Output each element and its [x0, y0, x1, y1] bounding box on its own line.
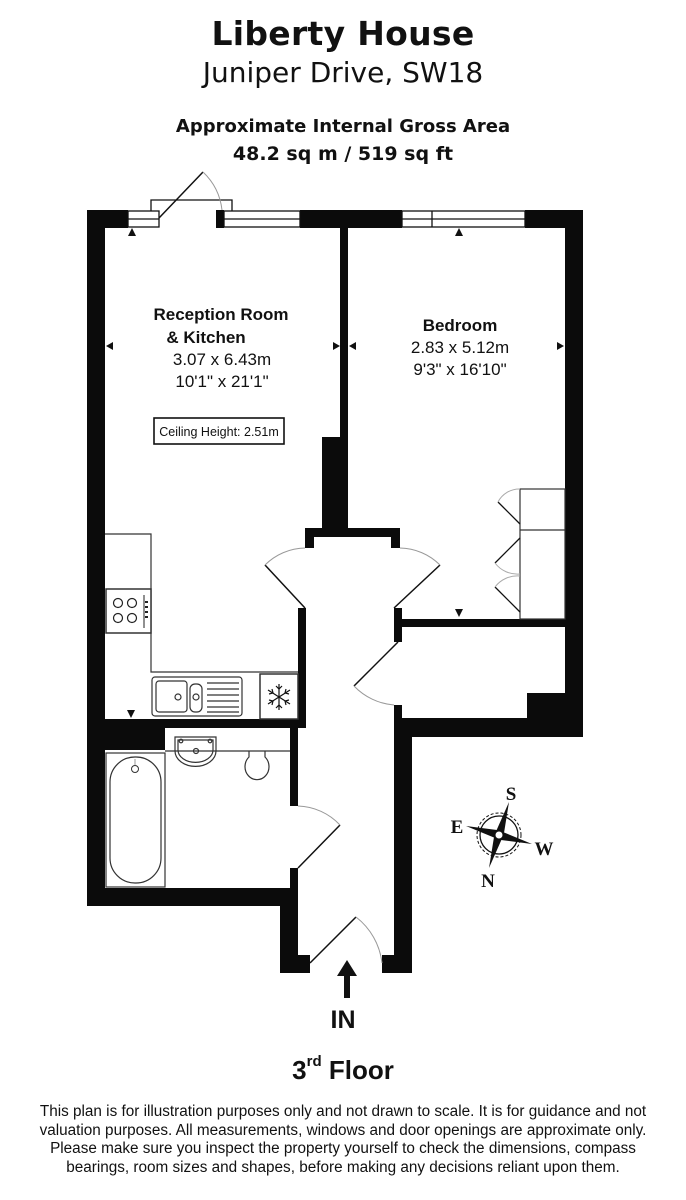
bedroom-door: [393, 547, 441, 609]
disclaimer: This plan is for illustration purposes o…: [10, 1103, 676, 1177]
entrance-door: [309, 916, 383, 964]
fridge: [259, 673, 299, 720]
dimension-markers: [106, 228, 564, 718]
property-title: Liberty House: [211, 14, 475, 53]
floor-suffix: rd: [306, 1053, 322, 1071]
room-label-bedroom: Bedroom 2.83 x 5.12m 9'3" x 16'10": [411, 316, 509, 379]
room-name: Reception Room: [153, 305, 288, 324]
ceiling-height: Ceiling Height: 2.51m: [159, 425, 279, 439]
disclaimer-line: Please make sure you inspect the propert…: [50, 1140, 636, 1157]
bathroom-fittings: [105, 736, 290, 888]
ceiling-height-box: Ceiling Height: 2.51m: [153, 417, 285, 445]
disclaimer-line: This plan is for illustration purposes o…: [39, 1103, 647, 1120]
room-dim-metric: 3.07 x 6.43m: [173, 350, 271, 369]
kitchen-units: [105, 533, 299, 720]
compass-south: S: [506, 784, 517, 805]
compass-rose-icon: S E W N: [451, 784, 554, 892]
room-name: Bedroom: [423, 316, 498, 335]
wardrobe: [494, 488, 566, 620]
windows: [127, 199, 526, 228]
cupboard-door: [353, 641, 399, 706]
hob-icon: [105, 588, 152, 634]
disclaimer-line: bearings, room sizes and shapes, before …: [66, 1158, 620, 1176]
compass-north: N: [481, 871, 495, 892]
room-dim-imperial: 9'3" x 16'10": [413, 360, 506, 379]
entrance-label: IN: [330, 1006, 356, 1034]
compass-east: E: [451, 817, 464, 838]
disclaimer-line: valuation purposes. All measurements, wi…: [39, 1121, 647, 1139]
floor-label: 3rd Floor: [0, 1053, 686, 1086]
snowflake-icon: [267, 684, 291, 710]
sink-icon: [151, 676, 243, 717]
walls: [87, 210, 583, 973]
property-address: Juniper Drive, SW18: [202, 56, 484, 89]
floor-word: Floor: [328, 1055, 394, 1085]
reception-door: [264, 547, 306, 609]
toilet-icon: [244, 751, 270, 781]
compass-west: W: [535, 839, 554, 860]
room-label-reception: Reception Room & Kitchen 3.07 x 6.43m 10…: [153, 305, 288, 391]
basin-icon: [174, 736, 217, 767]
area-value: 48.2 sq m / 519 sq ft: [232, 143, 454, 165]
floor-number: 3: [292, 1055, 307, 1085]
arrow-up-icon: [337, 960, 357, 998]
doors: [158, 171, 441, 964]
balcony-door: [158, 171, 223, 219]
area-label: Approximate Internal Gross Area: [175, 116, 511, 137]
room-name-cont: & Kitchen: [166, 328, 245, 347]
room-dim-metric: 2.83 x 5.12m: [411, 338, 509, 357]
room-dim-imperial: 10'1" x 21'1": [175, 372, 268, 391]
bath-icon: [105, 752, 166, 888]
bathroom-door: [297, 805, 341, 869]
